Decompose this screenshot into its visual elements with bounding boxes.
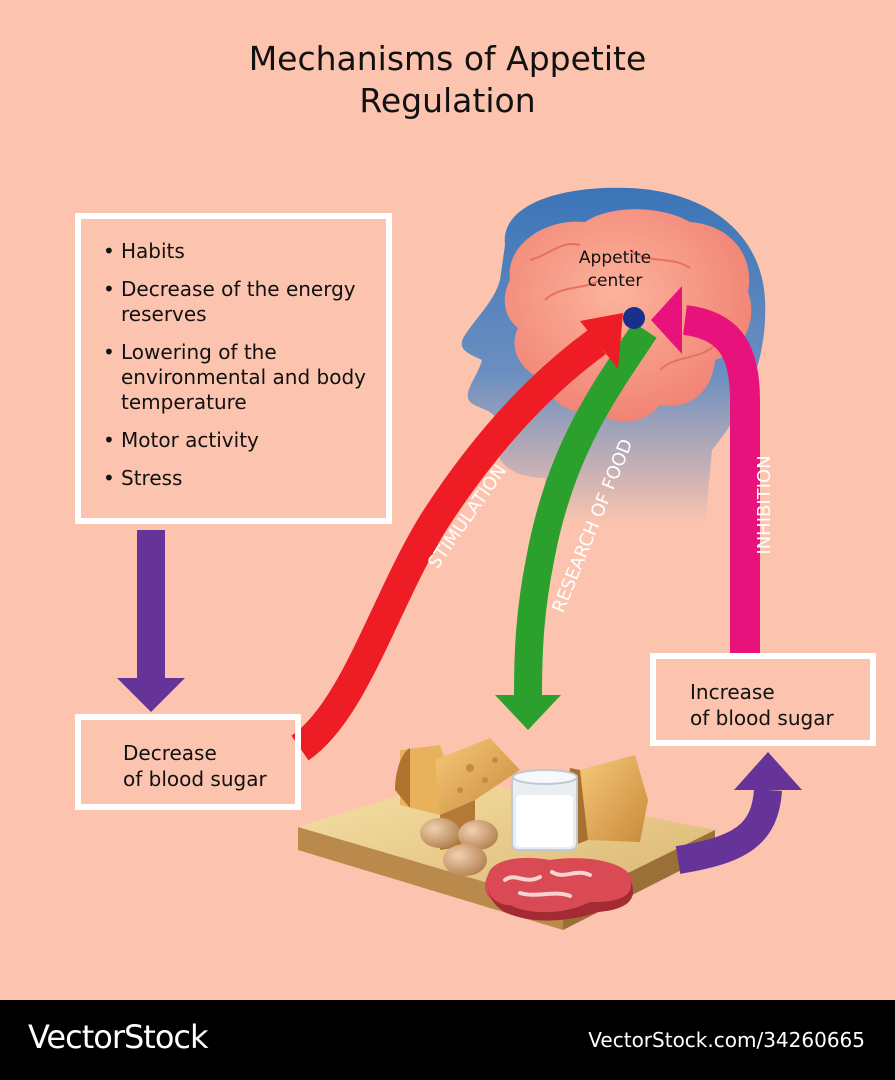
factor-item: Lowering of the environmental and body t… (101, 340, 376, 415)
increase-blood-sugar-box: Increase of blood sugar (650, 653, 876, 746)
factor-item: Stress (101, 466, 376, 491)
decrease-blood-sugar-box: Decrease of blood sugar (75, 714, 301, 810)
inhibition-label: INHIBITION (754, 455, 775, 554)
appetite-center-line-1: Appetite (578, 248, 652, 268)
increase-line-1: Increase (690, 680, 775, 704)
factor-item: Decrease of the energy reserves (101, 277, 376, 327)
brand-logo: VectorStock (28, 1018, 209, 1056)
appetite-center-dot (623, 307, 645, 329)
appetite-center-label: Appetite center (555, 247, 675, 293)
diagram-title: Mechanisms of Appetite Regulation (0, 38, 895, 122)
stimulation-arrow-body (290, 329, 606, 761)
diagram-artwork: STIMULATION RESEARCH OF FOOD INHIBITION (117, 187, 802, 930)
appetite-center-line-2: center (587, 271, 643, 291)
factor-item: Habits (101, 239, 376, 264)
title-line-1: Mechanisms of Appetite (248, 39, 647, 78)
stimulation-factors-box: Habits Decrease of the energy reserves L… (75, 213, 392, 524)
flow-arrow-up-head (734, 752, 802, 790)
factor-item: Motor activity (101, 428, 376, 453)
research-arrow-body (514, 322, 657, 696)
title-line-2: Regulation (359, 81, 536, 120)
inhibition-arrow-head (651, 286, 682, 354)
flow-arrow-down-head (117, 678, 185, 712)
stimulation-arrow-head (580, 313, 623, 369)
research-arrow-head (495, 695, 561, 730)
footer-bar: VectorStock VectorStock.com/34260665 (0, 1000, 895, 1080)
increase-line-2: of blood sugar (690, 706, 834, 730)
food-illustration (298, 738, 715, 930)
stock-id: VectorStock.com/34260665 (588, 1028, 865, 1052)
factor-list: Habits Decrease of the energy reserves L… (101, 239, 376, 491)
flow-arrow-up-body (675, 788, 782, 874)
decrease-line-1: Decrease (123, 741, 217, 765)
flow-arrow-down-shaft (137, 530, 165, 680)
inhibition-arrow-body (682, 305, 760, 655)
decrease-line-2: of blood sugar (123, 767, 267, 791)
